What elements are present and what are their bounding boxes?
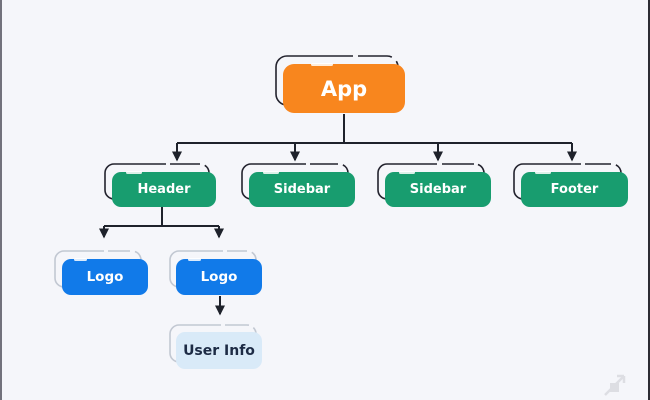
node-label: Sidebar [273, 182, 331, 197]
sketch-highlight [399, 171, 415, 174]
sketch-highlight [188, 258, 201, 261]
right-edge-line [648, 0, 650, 400]
left-edge-line [0, 0, 2, 400]
sketch-highlight [535, 171, 551, 174]
node-app: App [283, 63, 405, 113]
sketch-highlight [74, 258, 87, 261]
node-sidebar-2: Sidebar [385, 171, 491, 207]
node-label: Footer [550, 182, 599, 197]
sketch-highlight [311, 63, 333, 66]
node-user-info: User Info [176, 332, 262, 369]
node-label: Header [137, 182, 191, 197]
resize-arrow-icon [604, 374, 626, 396]
node-label: App [320, 76, 368, 101]
sketch-highlight [263, 171, 279, 174]
node-logo-2: Logo [176, 258, 262, 295]
node-label: User Info [183, 342, 255, 359]
node-label: Logo [200, 269, 238, 285]
node-logo-1: Logo [62, 258, 148, 295]
node-label: Sidebar [409, 182, 467, 197]
sketch-highlight [126, 171, 142, 174]
node-sidebar-1: Sidebar [249, 171, 355, 207]
node-footer: Footer [521, 171, 628, 207]
node-header: Header [112, 171, 216, 207]
node-label: Logo [86, 269, 124, 285]
